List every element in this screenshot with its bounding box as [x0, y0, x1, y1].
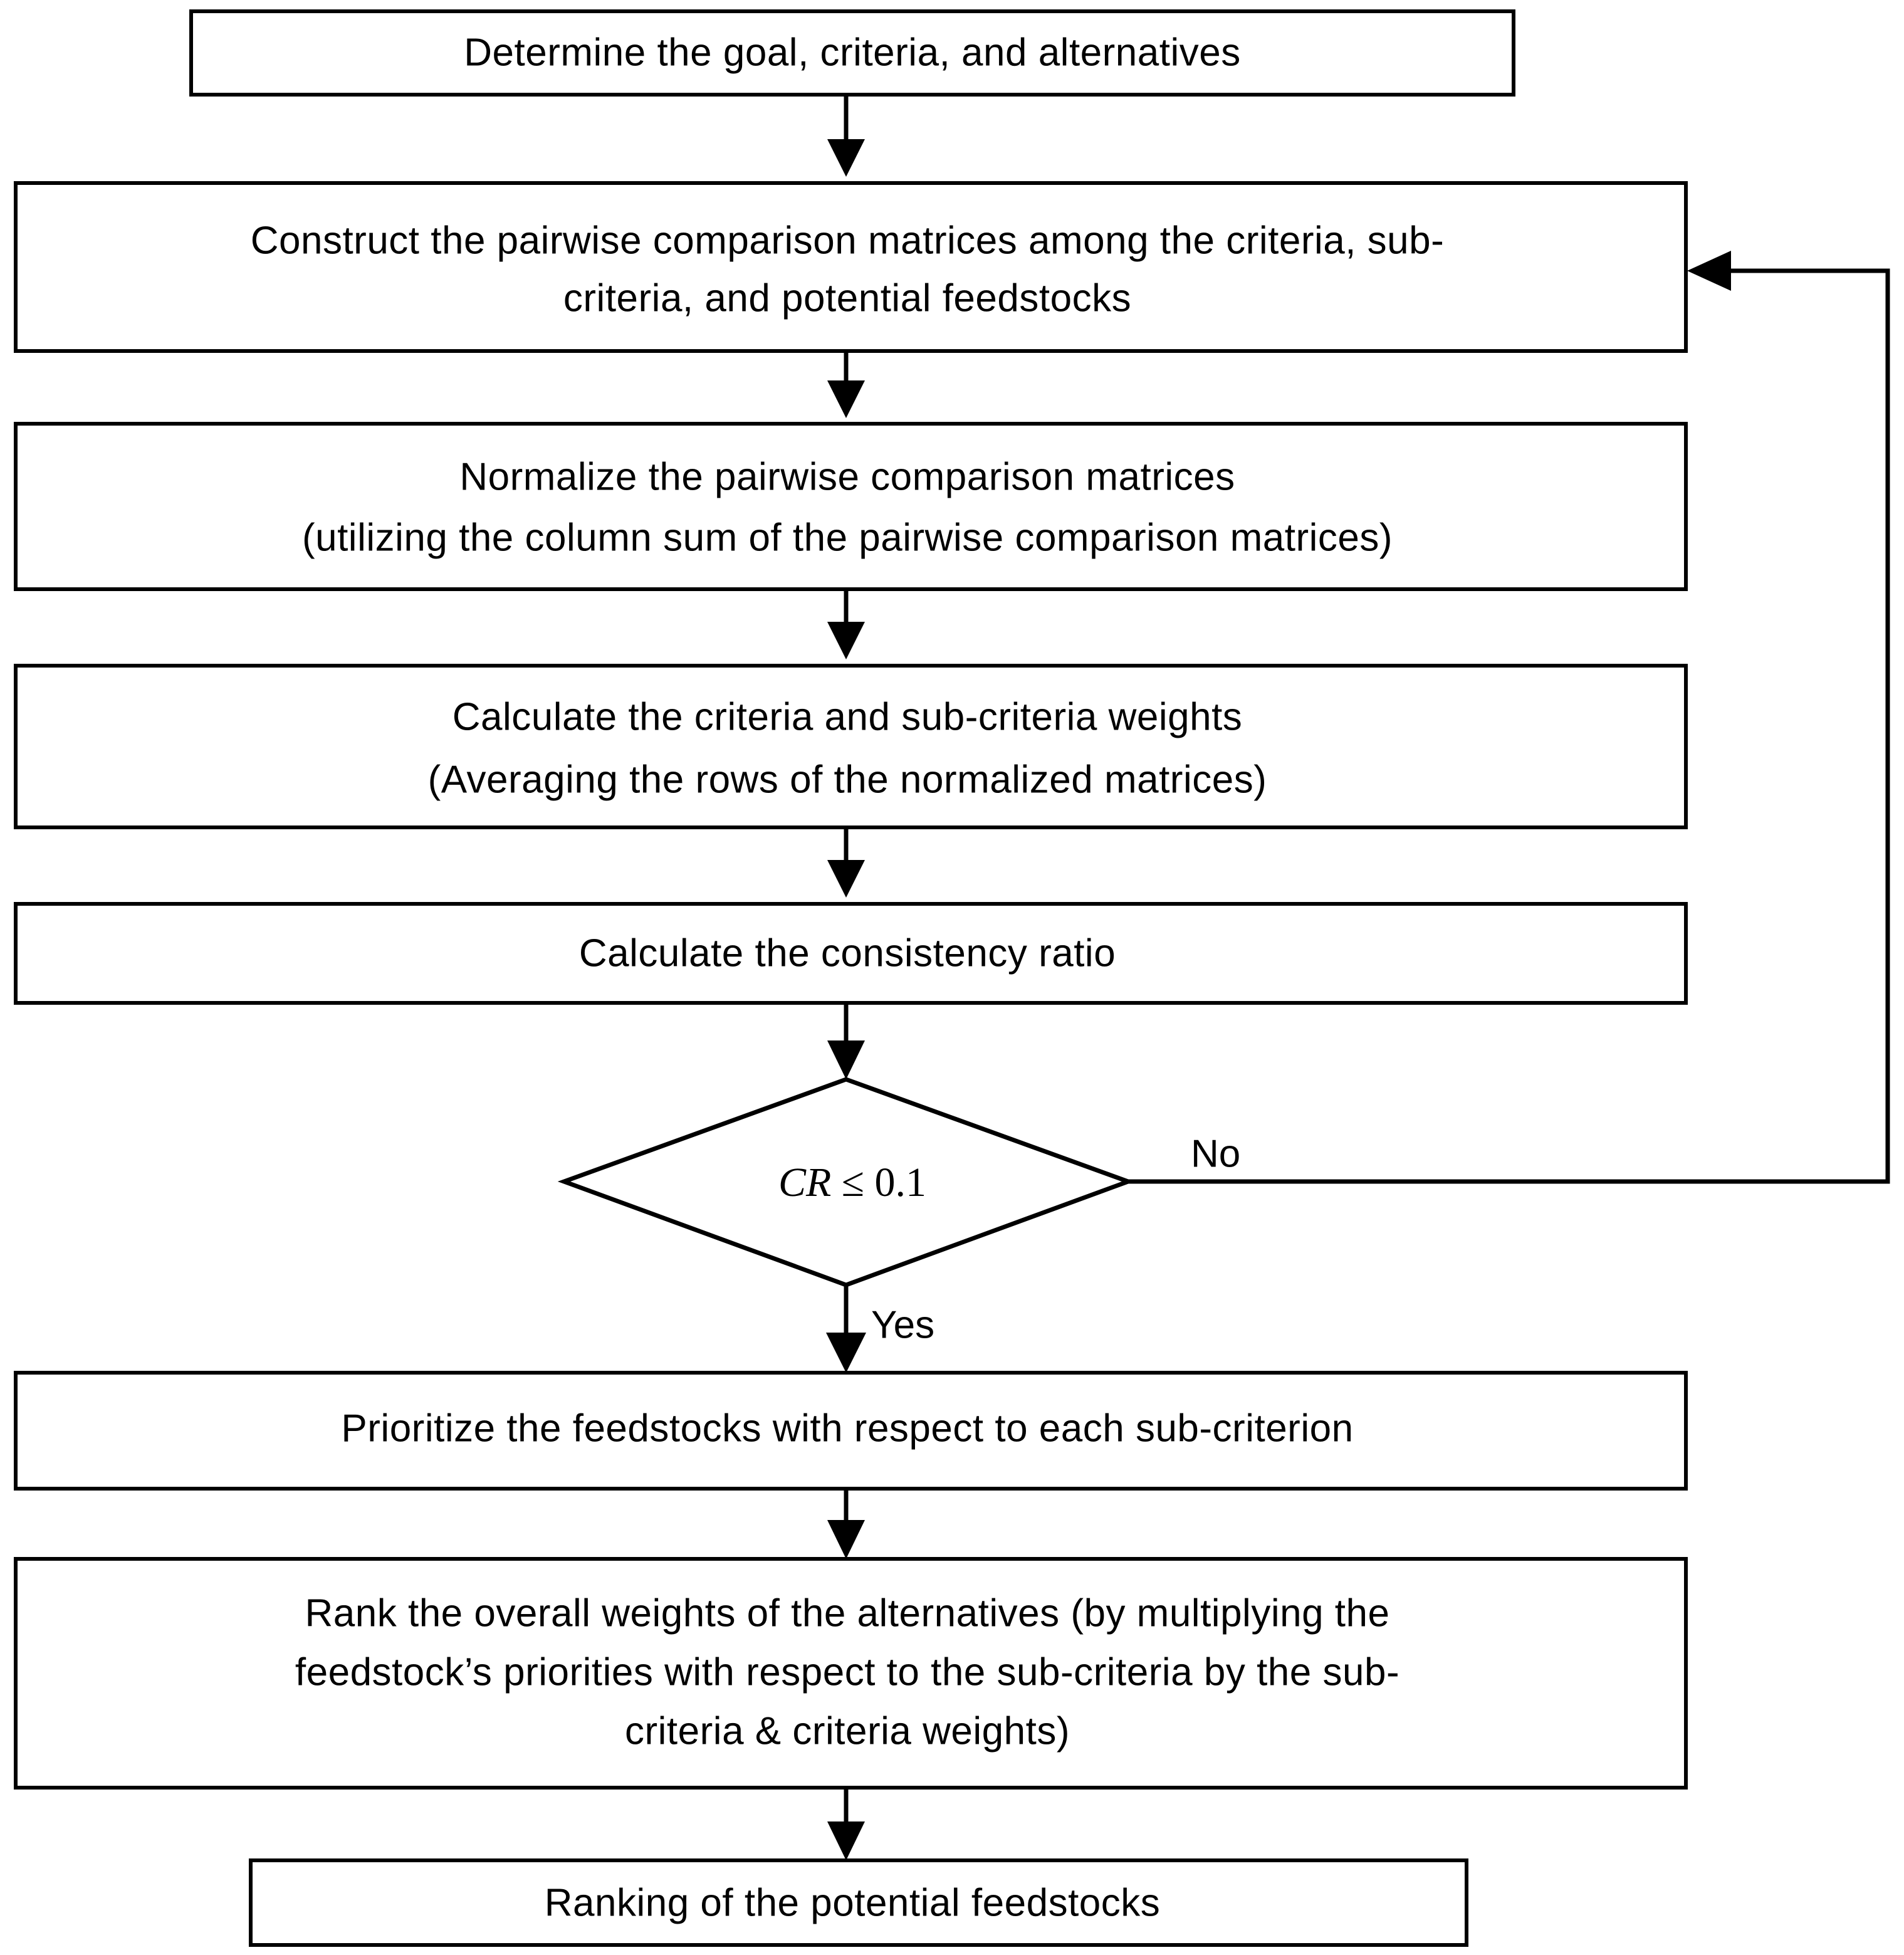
node-2-line-1: Construct the pairwise comparison matric…	[251, 219, 1445, 262]
node-8-line-3: criteria & criteria weights)	[625, 1709, 1070, 1753]
connector-n8-n9	[827, 1788, 865, 1860]
node-calculate-consistency-ratio[interactable]: Calculate the consistency ratio	[14, 902, 1688, 1005]
node-1-line-1: Determine the goal, criteria, and altern…	[464, 31, 1241, 74]
node-8-line-2: feedstock’s priorities with respect to t…	[295, 1650, 1399, 1694]
node-3-line-2: (utilizing the column sum of the pairwis…	[302, 516, 1393, 559]
node-calculate-weights[interactable]: Calculate the criteria and sub-criteria …	[14, 664, 1688, 829]
node-normalize-matrices[interactable]: Normalize the pairwise comparison matric…	[14, 422, 1688, 591]
node-7-line-1: Prioritize the feedstocks with respect t…	[341, 1407, 1353, 1450]
node-2-line-2: criteria, and potential feedstocks	[563, 276, 1131, 320]
connector-n6-n2-no-feedback	[1128, 251, 1890, 1184]
decision-variable: CR	[778, 1160, 831, 1205]
connector-n3-n4	[827, 589, 865, 659]
node-rank-overall-weights[interactable]: Rank the overall weights of the alternat…	[14, 1557, 1688, 1790]
node-3-line-1: Normalize the pairwise comparison matric…	[459, 455, 1235, 498]
edge-label-no: No	[1191, 1132, 1240, 1175]
node-4-line-1: Calculate the criteria and sub-criteria …	[452, 695, 1243, 738]
connector-n2-n3	[827, 351, 865, 418]
connector-n4-n5	[827, 827, 865, 898]
node-ranking-result[interactable]: Ranking of the potential feedstocks	[249, 1858, 1468, 1947]
connector-n7-n8	[827, 1489, 865, 1559]
decision-expression: CR ≤ 0.1	[778, 1160, 926, 1205]
node-determine-goal[interactable]: Determine the goal, criteria, and altern…	[189, 9, 1515, 97]
decision-operator: ≤	[842, 1160, 864, 1205]
connector-n1-n2	[827, 95, 865, 177]
decision-value: 0.1	[875, 1160, 927, 1205]
connector-n6-n7-yes	[826, 1285, 866, 1373]
node-construct-matrices[interactable]: Construct the pairwise comparison matric…	[14, 181, 1688, 353]
node-8-line-1: Rank the overall weights of the alternat…	[305, 1591, 1390, 1635]
node-5-line-1: Calculate the consistency ratio	[579, 931, 1116, 975]
node-decision-cr[interactable]: CR ≤ 0.1	[557, 1077, 1135, 1287]
node-4-line-2: (Averaging the rows of the normalized ma…	[428, 758, 1267, 801]
node-prioritize-feedstocks[interactable]: Prioritize the feedstocks with respect t…	[14, 1371, 1688, 1491]
connector-n5-n6	[827, 1003, 865, 1079]
edge-label-yes: Yes	[871, 1303, 934, 1346]
node-9-line-1: Ranking of the potential feedstocks	[545, 1881, 1161, 1924]
